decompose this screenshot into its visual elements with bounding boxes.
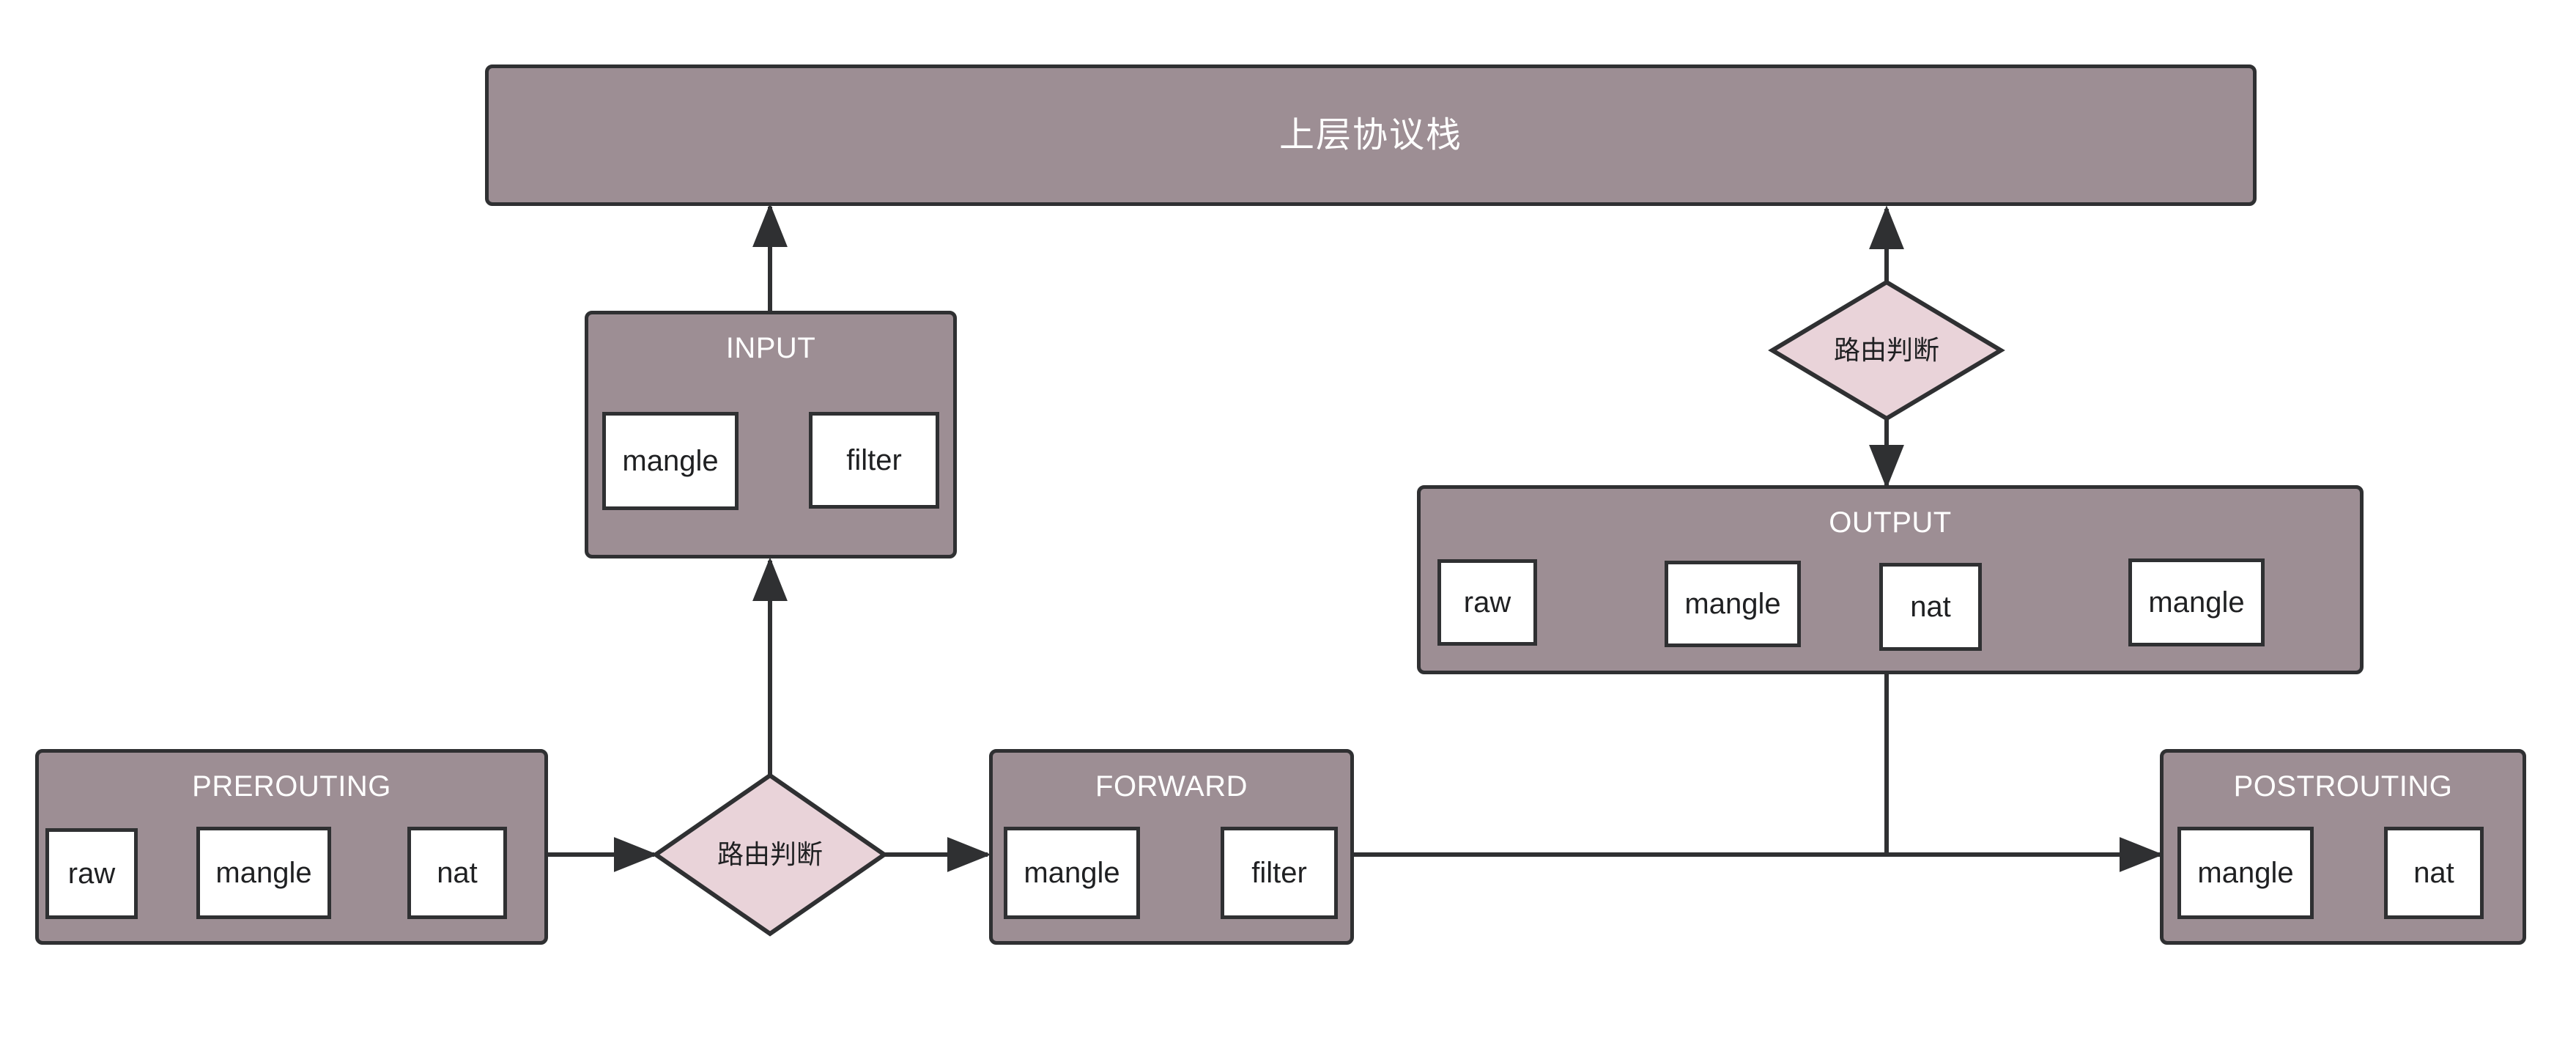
- chain-input-label: INPUT: [725, 332, 816, 364]
- route-decision-left-shape[interactable]: [651, 772, 889, 937]
- table-input-mangle[interactable]: mangle: [602, 412, 739, 510]
- upper-protocol-stack-label: 上层协议栈: [1278, 115, 1462, 155]
- table-prerouting-raw[interactable]: raw: [45, 828, 138, 919]
- upper-protocol-stack-box[interactable]: 上层协议栈: [485, 64, 2257, 206]
- chain-forward-label: FORWARD: [1095, 770, 1248, 803]
- route-decision-right-shape[interactable]: [1768, 279, 2005, 421]
- table-output-mangle-1[interactable]: mangle: [1665, 561, 1801, 647]
- table-output-mangle-2[interactable]: mangle: [2128, 558, 2265, 646]
- table-postrouting-nat[interactable]: nat: [2384, 827, 2484, 919]
- table-postrouting-mangle[interactable]: mangle: [2177, 827, 2314, 919]
- table-input-filter[interactable]: filter: [809, 412, 939, 509]
- table-forward-mangle[interactable]: mangle: [1004, 827, 1140, 919]
- chain-prerouting-label: PREROUTING: [192, 770, 391, 803]
- table-prerouting-nat[interactable]: nat: [407, 827, 507, 919]
- chain-postrouting-label: POSTROUTING: [2233, 770, 2453, 803]
- table-output-raw[interactable]: raw: [1437, 559, 1537, 646]
- table-output-nat[interactable]: nat: [1879, 563, 1982, 651]
- chain-output-label: OUTPUT: [1829, 506, 1952, 539]
- table-forward-filter[interactable]: filter: [1221, 827, 1338, 919]
- table-prerouting-mangle[interactable]: mangle: [196, 827, 331, 919]
